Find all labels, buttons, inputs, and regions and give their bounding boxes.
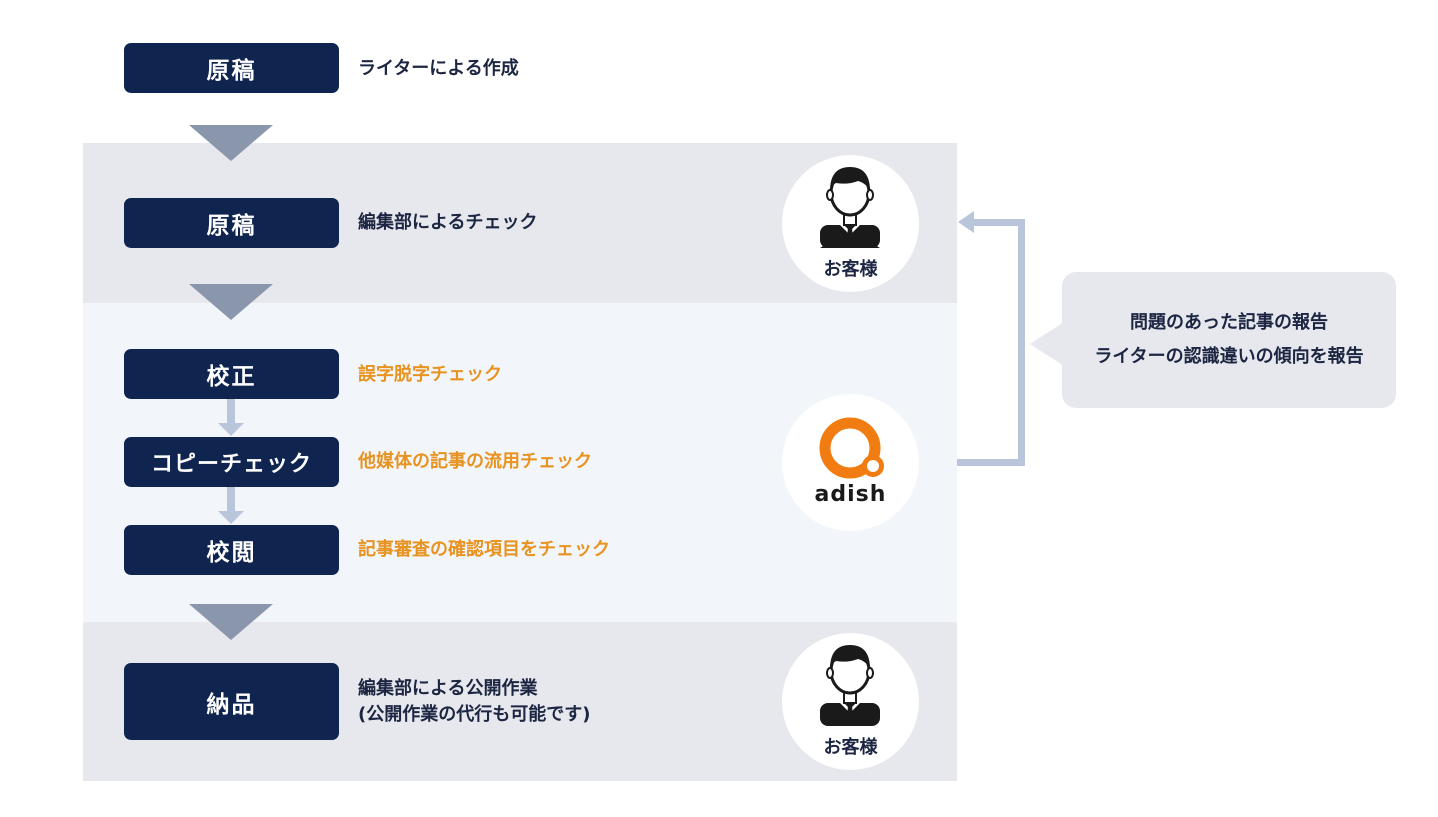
step-delivery-desc-line1: 編集部による公開作業 (358, 678, 538, 699)
adish-logo-icon (819, 417, 884, 479)
feedback-line-vertical (1018, 219, 1025, 466)
feedback-arrow-left-icon (958, 211, 974, 233)
adish-label: adish (814, 482, 887, 507)
step-delivery-desc-line2: (公開作業の代行も可能です) (358, 704, 591, 725)
step-draft-editor-desc: 編集部によるチェック (358, 212, 538, 233)
flow-arrow-down-icon (189, 604, 273, 640)
step-fact-check-desc: 記事審査の確認項目をチェック (358, 539, 610, 560)
customer-label: お客様 (823, 259, 878, 280)
step-proofreading-desc: 誤字脱字チェック (358, 364, 502, 385)
businessman-icon (820, 167, 880, 248)
step-copy-check: コピーチェック (124, 437, 339, 487)
mini-arrow-down-icon (218, 487, 244, 525)
step-delivery: 納品 (124, 663, 339, 740)
step-draft-editor: 原稿 (124, 198, 339, 248)
report-callout: 問題のあった記事の報告 ライターの認識違いの傾向を報告 (1062, 272, 1396, 408)
customer-badge: お客様 (782, 155, 919, 292)
step-draft-writer: 原稿 (124, 43, 339, 93)
customer-badge: お客様 (782, 633, 919, 770)
feedback-line-bottom (957, 459, 1025, 466)
flow-arrow-down-icon (189, 125, 273, 161)
step-copy-check-desc: 他媒体の記事の流用チェック (358, 451, 592, 472)
businessman-icon (820, 645, 880, 726)
flow-arrow-down-icon (189, 284, 273, 320)
step-fact-check: 校閲 (124, 525, 339, 575)
step-draft-writer-desc: ライターによる作成 (358, 58, 519, 79)
customer-label: お客様 (823, 737, 878, 758)
callout-line2: ライターの認識違いの傾向を報告 (1094, 346, 1364, 367)
callout-tail (1030, 322, 1064, 366)
callout-line1: 問題のあった記事の報告 (1130, 312, 1328, 333)
step-proofreading: 校正 (124, 349, 339, 399)
feedback-line-top (972, 219, 1025, 226)
mini-arrow-down-icon (218, 399, 244, 437)
adish-badge: adish (782, 394, 919, 531)
step-delivery-desc: 編集部による公開作業 (公開作業の代行も可能です) (358, 676, 590, 728)
